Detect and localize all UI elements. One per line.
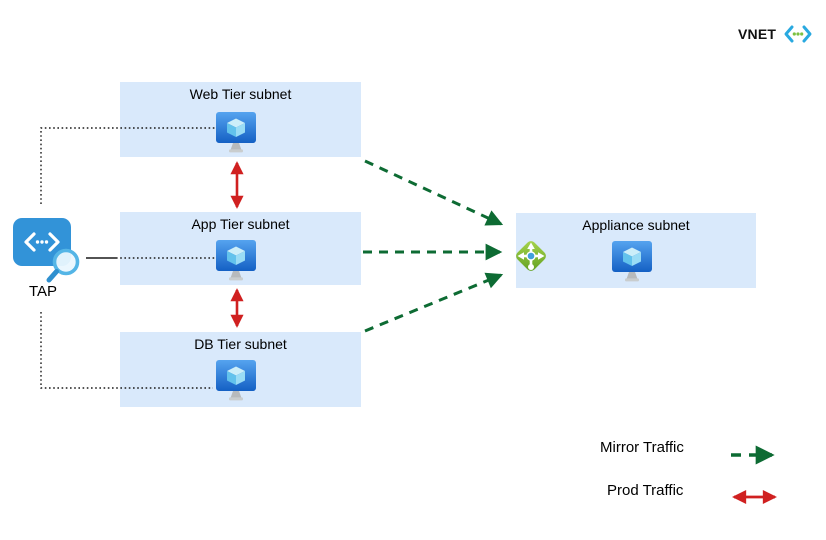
tap-label: TAP (28, 283, 58, 300)
tap-search-icon (13, 218, 80, 283)
vnet-icon (784, 25, 812, 43)
virtual-machine-icon (216, 112, 256, 153)
legend-mirror-label: Mirror Traffic (600, 439, 684, 456)
subnet-appliance-label: Appliance subnet (582, 217, 690, 233)
mirror-arrow-db-appliance (364, 272, 504, 333)
subnet-db-label: DB Tier subnet (194, 336, 287, 352)
mirror-arrow-web-appliance (364, 159, 504, 226)
subnet-web-label: Web Tier subnet (189, 86, 292, 102)
vnet-label: VNET (738, 26, 777, 42)
subnet-app-label: App Tier subnet (191, 216, 290, 232)
virtual-machine-icon (216, 240, 256, 281)
legend-prod-label: Prod Traffic (607, 482, 684, 499)
virtual-machine-icon (612, 241, 652, 282)
virtual-machine-icon (216, 360, 256, 401)
load-balancer-icon (516, 241, 546, 271)
